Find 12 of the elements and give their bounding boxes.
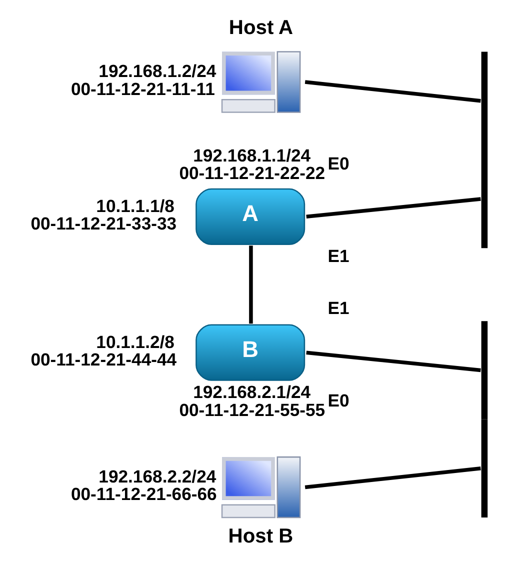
- node-label: 192.168.1.2/24 00-11-12-21-11-11: [70, 61, 216, 99]
- node-label: E0: [327, 390, 349, 410]
- node-label: Host A: [228, 16, 293, 39]
- node-label: 10.1.1.1/8 00-11-12-21-33-33: [30, 196, 176, 234]
- node-label: E0: [327, 154, 349, 174]
- node-label: 10.1.1.2/8 00-11-12-21-44-44: [30, 332, 176, 370]
- node-label: Host B: [228, 525, 293, 548]
- node-label: E1: [327, 298, 349, 318]
- node-label: 192.168.1.1/24 00-11-12-21-22-22: [178, 146, 325, 184]
- node-label: E1: [327, 246, 349, 266]
- node-label: 192.168.2.1/24 00-11-12-21-55-55: [178, 382, 325, 420]
- node-label: 192.168.2.2/24 00-11-12-21-66-66: [70, 466, 216, 504]
